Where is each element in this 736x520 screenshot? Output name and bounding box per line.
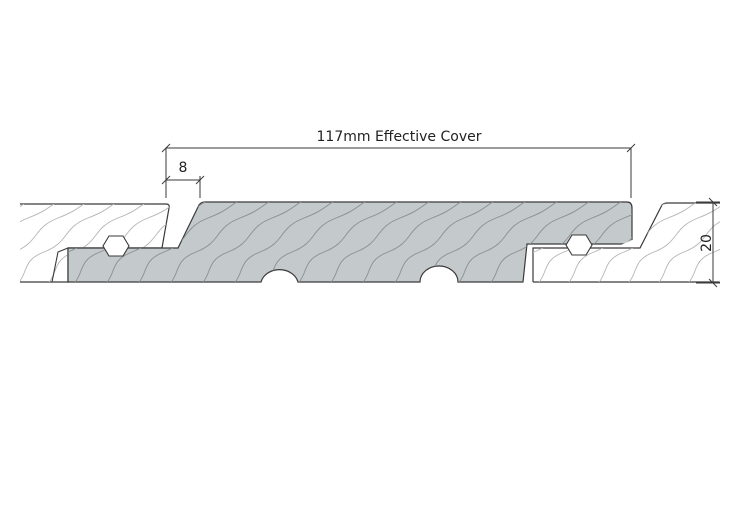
main-board-shape xyxy=(67,201,633,283)
grain-line xyxy=(20,204,71,282)
thickness-dimension-label: 20 xyxy=(699,234,715,252)
grain-line xyxy=(679,203,720,282)
grain-line xyxy=(289,202,411,282)
grain-line xyxy=(649,203,720,282)
grain-line xyxy=(39,204,161,282)
grain-line xyxy=(385,202,507,282)
tongue-dimension xyxy=(161,175,205,198)
effective-cover-label: 117mm Effective Cover xyxy=(317,129,482,145)
hex-fixing-left xyxy=(102,235,130,257)
tongue-dimension-label: 8 xyxy=(179,160,188,176)
grain-line xyxy=(481,202,603,282)
grain-line xyxy=(129,202,251,282)
left-board-groove-edge xyxy=(51,247,69,283)
grain-line xyxy=(20,204,101,282)
hex-fixing-right xyxy=(565,234,593,256)
grain-line xyxy=(321,202,443,282)
grain-line xyxy=(619,203,720,282)
thickness-dimension xyxy=(696,197,720,288)
grain-line xyxy=(257,202,379,282)
grain-line xyxy=(193,202,315,282)
effective-cover-dimension xyxy=(161,143,636,198)
grain-line xyxy=(225,202,347,282)
grain-line xyxy=(449,202,571,282)
grain-line xyxy=(353,202,475,282)
grain-line xyxy=(20,204,131,282)
grain-line xyxy=(161,202,283,282)
